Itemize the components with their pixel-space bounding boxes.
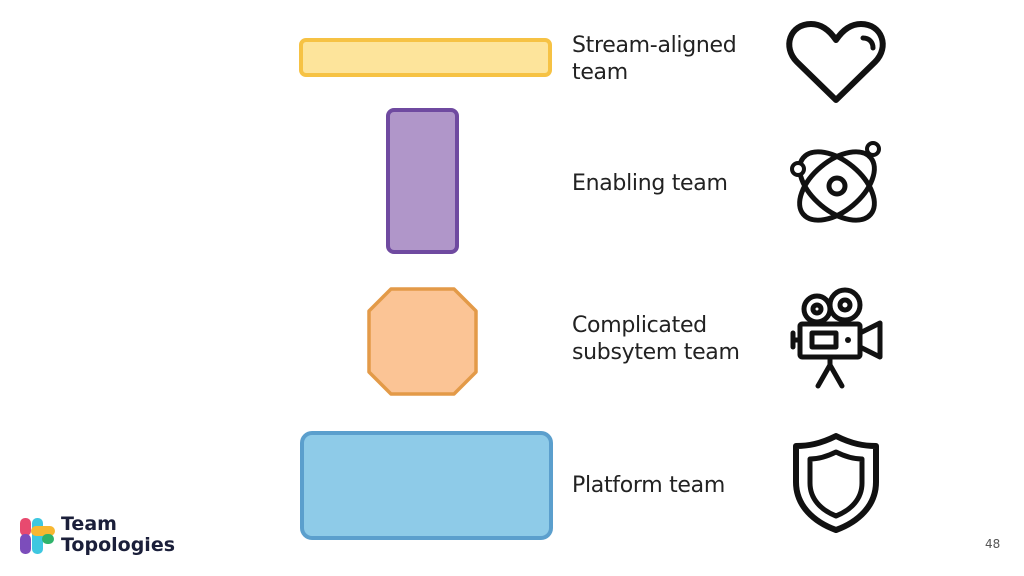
movie-camera-icon bbox=[790, 287, 883, 389]
platform-team-shape bbox=[300, 431, 553, 540]
enabling-team-shape bbox=[386, 108, 459, 254]
brand-name: Team Topologies bbox=[61, 513, 176, 556]
complicated-subsystem-team-label: Complicated subsytem team bbox=[572, 313, 740, 365]
complicated-subsystem-team-shape bbox=[367, 287, 478, 396]
page-number: 48 bbox=[985, 537, 1001, 551]
stream-aligned-team-label: Stream-aligned team bbox=[572, 33, 737, 85]
enabling-team-label: Enabling team bbox=[572, 171, 728, 196]
shield-icon bbox=[793, 433, 879, 533]
platform-team-label: Platform team bbox=[572, 473, 725, 498]
atom-icon bbox=[790, 141, 881, 223]
heart-icon bbox=[786, 21, 886, 103]
team-topologies-logo-icon bbox=[20, 518, 55, 554]
stream-aligned-team-shape bbox=[299, 38, 552, 77]
